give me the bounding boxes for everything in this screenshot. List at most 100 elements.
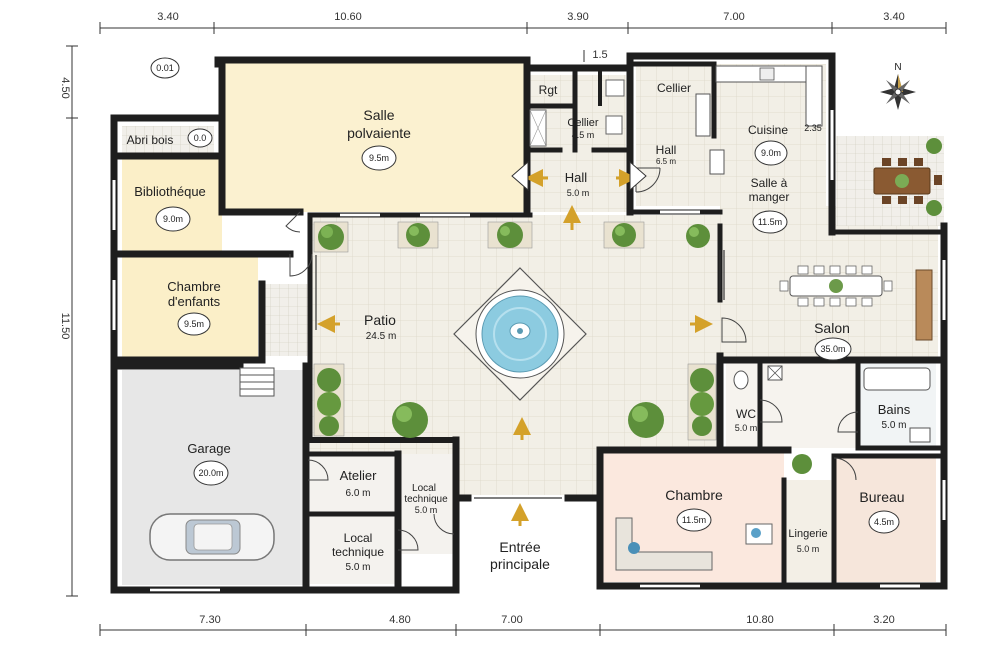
local-small-label-2: technique: [404, 494, 448, 505]
local-area: 5.0 m: [345, 562, 370, 573]
chambre-enfants-badge: 9.5m: [184, 319, 204, 329]
dim-left-1: 4.50: [59, 77, 71, 98]
dim-bottom-3: 7.00: [501, 614, 522, 626]
dim-bottom-5: 3.20: [873, 614, 894, 626]
garage-badge: 20.0m: [198, 468, 223, 478]
dim-bottom-4: 10.80: [746, 614, 774, 626]
chambre-enfants-floor: [122, 254, 258, 358]
local-small-area: 5.0 m: [415, 505, 438, 515]
abri-label: Abri bois: [127, 133, 174, 147]
local-label-1: Local: [344, 531, 373, 545]
hall-small-area: 6.5 m: [656, 157, 676, 166]
bureau-label: Bureau: [859, 489, 904, 505]
local-small-label-1: Local: [412, 483, 436, 494]
terrace-chairs: [882, 158, 942, 204]
floors: [122, 62, 944, 586]
armchair-icon: [628, 542, 640, 554]
toilet-icon: [733, 370, 749, 390]
chambre-enfants-label-1: Chambre: [167, 279, 220, 294]
sofa-icon: [615, 517, 713, 571]
salle-label-1: Salle: [363, 107, 394, 123]
hall-small-label: Hall: [656, 143, 677, 157]
salon-label: Salon: [814, 320, 850, 336]
washbasin-icon: [909, 427, 931, 443]
dimension-labels: 3.40 10.60 3.90 7.00 3.40 1.5 7.30 4.80 …: [59, 11, 905, 626]
bathtub-icon: [863, 367, 931, 391]
windows: [112, 110, 946, 592]
cuisine-label: Cuisine: [748, 123, 788, 137]
dim-top-small: 1.5: [592, 49, 607, 61]
sink-icon: [759, 67, 775, 81]
dimension-lines: [66, 22, 947, 636]
salle-badge: 9.5m: [369, 153, 389, 163]
lingerie-label: Lingerie: [788, 528, 827, 540]
rgt-label: Rgt: [539, 83, 558, 97]
salle-label-2: polvaiente: [347, 125, 411, 141]
cellier-hall-area: 4.5 m: [572, 130, 595, 140]
kitchen-island: [695, 93, 711, 137]
chambre-badge: 11.5m: [682, 515, 706, 525]
area-badge-labels: 0.01 0.0 9.5m 9.0m 11.5m 9.0m 9.5m 35.0m…: [156, 63, 894, 527]
cuisine-floor: [636, 64, 826, 206]
entree-label-2: principale: [490, 556, 550, 572]
salle-manger-badge: 11.5m: [758, 217, 782, 227]
cuisine-badge: 9.0m: [761, 148, 781, 158]
compass-rose: N: [880, 62, 916, 110]
hall-door-arrows: [511, 160, 647, 192]
cellier-hall-label: Cellier: [567, 117, 599, 129]
salon-badge: 35.0m: [820, 344, 845, 354]
hall-floor: [528, 150, 628, 212]
chambre-enfants-label-2: d'enfants: [168, 294, 221, 309]
bains-area: 5.0 m: [881, 420, 906, 431]
compass-north-label: N: [894, 62, 901, 73]
patio-label: Patio: [364, 312, 396, 328]
entree-label-1: Entrée: [499, 539, 540, 555]
chambre-label: Chambre: [665, 487, 723, 503]
dim-top-2: 10.60: [334, 11, 362, 23]
cuisine-note: 2.35: [804, 123, 822, 133]
area-badges: [150, 57, 900, 534]
hall-main-area: 5.0 m: [567, 188, 590, 198]
outdoor-badge: 0.01: [156, 63, 174, 73]
salle-manger-label-1: Salle à: [751, 176, 788, 190]
dim-left-2: 11.50: [59, 313, 71, 340]
atelier-label: Atelier: [340, 468, 378, 483]
patio-side-floor: [262, 284, 310, 356]
washbasin-small-icon: [605, 115, 623, 135]
dim-top-1: 3.40: [157, 11, 178, 23]
terrace-plant-icon: [895, 174, 909, 188]
car-icon: [149, 513, 275, 561]
room-labels: Abri bois Salle polvaiente Rgt Cellier 4…: [127, 81, 911, 573]
lingerie-floor: [784, 480, 834, 582]
dim-top-5: 3.40: [883, 11, 904, 23]
direction-arrows: [317, 169, 713, 526]
wc-area: 5.0 m: [735, 423, 758, 433]
salle-manger-label-2: manger: [749, 190, 790, 204]
dim-bottom-1: 7.30: [199, 614, 220, 626]
tv-cabinet: [915, 269, 933, 341]
local-small-floor: [398, 454, 456, 554]
fountain: [453, 267, 587, 401]
atelier-floor: [310, 454, 398, 584]
bains-label: Bains: [878, 402, 911, 417]
cellier-kitchen-label: Cellier: [657, 81, 691, 95]
lingerie-area: 5.0 m: [797, 544, 820, 554]
wc-bains-floor: [726, 362, 860, 448]
toilet-small-icon: [605, 79, 625, 97]
plants: [313, 138, 942, 474]
dim-top-4: 7.00: [723, 11, 744, 23]
bibliotheque-label: Bibliothéque: [134, 184, 206, 199]
patio-glazing: [315, 250, 725, 499]
wc-label: WC: [736, 407, 756, 421]
stairs-icon: [239, 367, 275, 397]
kitchen-counter-side: [805, 65, 823, 127]
dim-top-3: 3.90: [567, 11, 588, 23]
abri-badge: 0.0: [194, 133, 207, 143]
table-plant-icon: [829, 279, 843, 293]
local-label-2: technique: [332, 545, 384, 559]
dining-chairs: [779, 265, 893, 307]
salle-floor: [222, 62, 527, 212]
dim-bottom-2: 4.80: [389, 614, 410, 626]
